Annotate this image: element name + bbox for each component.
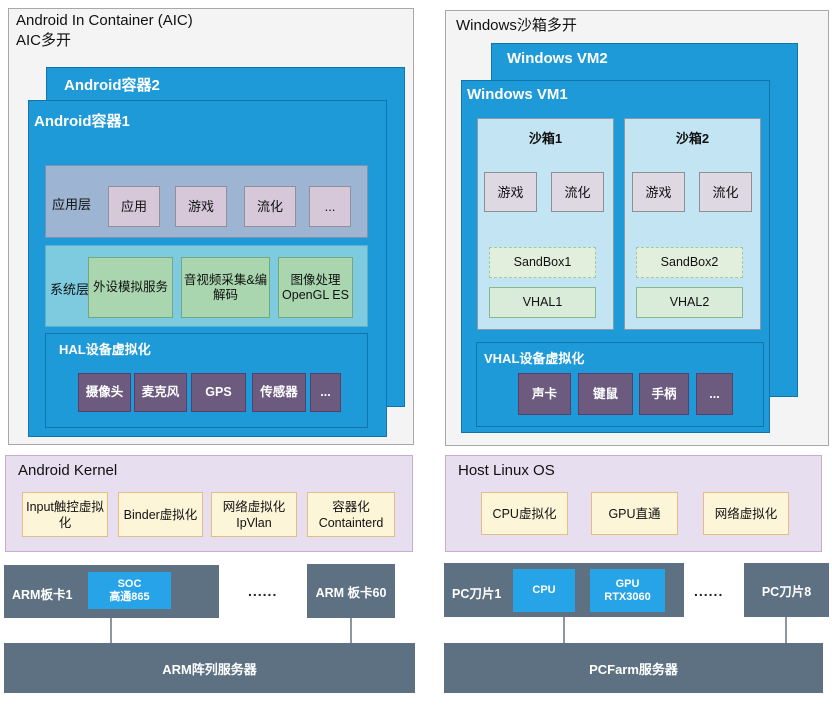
kernel-item-input-virt: Input触控虚拟化: [22, 492, 108, 537]
sandbox1-vhal-chip: VHAL1: [489, 287, 596, 318]
hal-item-gps: GPS: [191, 373, 246, 412]
sys-layer-label: 系统层: [50, 282, 90, 297]
sys-item-peripheral-sim: 外设模拟服务: [88, 257, 173, 318]
pcfarm-server-bar: PCFarm服务器: [444, 643, 823, 693]
sandbox2-sandbox-chip: SandBox2: [636, 247, 743, 278]
vhal-item-keyboard-mouse: 键鼠: [578, 373, 633, 415]
hal-item-sensor: 传感器: [252, 373, 306, 412]
sys-item-opengl: 图像处理 OpenGL ES: [278, 257, 353, 318]
app-layer-item-more: ...: [309, 186, 351, 227]
host-item-cpu-virt: CPU虚拟化: [481, 492, 568, 535]
arm-board60-box: ARM 板卡60: [307, 564, 395, 618]
arm-boards-ellipsis: ......: [248, 583, 278, 599]
vhal-layer-label: VHAL设备虚拟化: [484, 351, 585, 366]
windows-vm2-label: Windows VM2: [507, 50, 608, 67]
vhal-item-gamepad: 手柄: [639, 373, 689, 415]
soc-chip: SOC 高通865: [88, 572, 171, 609]
aic-panel-title-line1: Android In Container (AIC): [16, 12, 193, 29]
app-layer-item-game: 游戏: [175, 186, 227, 227]
pc-blade8-connector-line: [785, 617, 787, 643]
sandbox2-title: 沙箱2: [675, 131, 710, 146]
android-container1-label: Android容器1: [34, 113, 130, 130]
sandbox2-item-game: 游戏: [632, 172, 685, 212]
sandbox1-item-streaming: 流化: [551, 172, 604, 212]
windows-panel-title: Windows沙箱多开: [456, 17, 577, 34]
kernel-item-network-virt: 网络虚拟化 IpVlan: [211, 492, 297, 537]
aic-panel-title-line2: AIC多开: [16, 32, 72, 49]
hal-item-microphone: 麦克风: [134, 373, 187, 412]
arm-board1-connector-line: [110, 618, 112, 643]
arm-board1-label: ARM板卡1: [12, 588, 73, 602]
android-kernel-title: Android Kernel: [18, 462, 118, 479]
sandbox2-item-streaming: 流化: [699, 172, 752, 212]
app-layer-label: 应用层: [52, 197, 92, 212]
arm-board60-connector-line: [350, 618, 352, 643]
gpu-chip: GPU RTX3060: [590, 569, 665, 612]
kernel-item-binder-virt: Binder虚拟化: [118, 492, 203, 537]
android-container2-label: Android容器2: [64, 77, 160, 94]
cpu-chip: CPU: [513, 569, 575, 612]
host-item-gpu-passthrough: GPU直通: [591, 492, 678, 535]
windows-vm1-label: Windows VM1: [467, 86, 568, 103]
hal-item-more: ...: [310, 373, 341, 412]
kernel-item-containerize: 容器化 Containterd: [307, 492, 395, 537]
vhal-item-more: ...: [696, 373, 733, 415]
app-layer-item-streaming: 流化: [244, 186, 296, 227]
sys-item-av-codec: 音视频采集&编 解码: [181, 257, 270, 318]
hal-item-camera: 摄像头: [78, 373, 131, 412]
pc-blade8-box: PC刀片8: [744, 563, 829, 617]
host-item-network-virt: 网络虚拟化: [703, 492, 789, 535]
pc-blade1-label: PC刀片1: [452, 587, 502, 601]
sandbox1-sandbox-chip: SandBox1: [489, 247, 596, 278]
sandbox2-vhal-chip: VHAL2: [636, 287, 743, 318]
pc-blade1-connector-line: [563, 617, 565, 643]
app-layer-item-app: 应用: [108, 186, 160, 227]
hal-layer-label: HAL设备虚拟化: [59, 342, 151, 357]
sandbox1-title: 沙箱1: [528, 131, 563, 146]
arm-server-bar: ARM阵列服务器: [4, 643, 415, 693]
vhal-item-soundcard: 声卡: [518, 373, 571, 415]
sandbox1-item-game: 游戏: [484, 172, 537, 212]
pc-blades-ellipsis: ......: [694, 583, 724, 599]
host-linux-title: Host Linux OS: [458, 462, 555, 479]
